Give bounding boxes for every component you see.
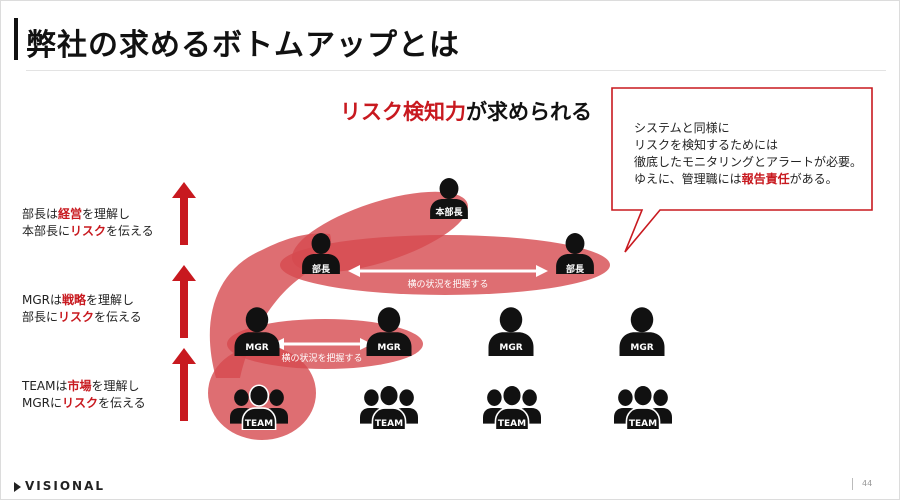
headline: リスク検知力が求められる: [340, 96, 592, 126]
callout-line: リスクを検知するためには: [634, 138, 779, 152]
mgr-node-2: MGR: [366, 307, 412, 356]
team-node-4: TEAM: [614, 384, 672, 430]
team-node-2: TEAM: [360, 384, 418, 430]
side-note-text: を理解し: [86, 293, 135, 307]
role-label-mgr: MGR: [630, 343, 653, 353]
side-note-text: TEAMは: [22, 379, 68, 393]
speech-callout-box: [611, 87, 873, 253]
role-label-team: TEAM: [245, 419, 273, 429]
arrow-up-icon: [172, 265, 196, 338]
up-arrows: [172, 182, 196, 421]
side-note-text: を伝える: [106, 224, 154, 238]
company-logo: VISIONAL: [14, 479, 105, 493]
side-note-text: を理解し: [91, 379, 140, 393]
team-node-3: TEAM: [483, 384, 541, 430]
role-label-mgr: MGR: [245, 343, 268, 353]
headline-highlight: リスク検知力: [340, 100, 466, 124]
horizontal-arrows: [272, 265, 548, 350]
mgr-node-4: MGR: [619, 307, 665, 356]
role-label-dept: 部長: [312, 263, 331, 275]
side-note-dept: 部長は経営を理解し 本部長にリスクを伝える: [22, 206, 154, 240]
side-note-emphasis: リスク: [70, 224, 107, 238]
side-note-text: を伝える: [98, 396, 146, 410]
callout-line: システムと同様に: [634, 121, 730, 135]
side-note-text: MGRは: [22, 293, 62, 307]
mgr-node-1: MGR: [234, 307, 280, 356]
role-label-dept: 部長: [566, 263, 585, 275]
side-note-emphasis: 経営: [58, 207, 83, 221]
side-note-mgr: MGRは戦略を理解し 部長にリスクを伝える: [22, 292, 142, 326]
double-arrow-icon: [348, 265, 548, 277]
dept-to-head-blob: [292, 191, 468, 273]
title-divider: [26, 70, 886, 71]
arrow-up-icon: [172, 182, 196, 245]
callout-text-part: がある。: [789, 172, 838, 186]
side-note-emphasis: リスク: [62, 396, 99, 410]
arrow-up-icon: [172, 348, 196, 421]
side-note-text: 部長に: [22, 310, 59, 324]
logo-mark-icon: [14, 481, 21, 492]
dept-horizontal-label: 横の状況を把握する: [407, 278, 488, 290]
side-note-text: を理解し: [82, 207, 131, 221]
callout-emphasis: 報告責任: [741, 172, 790, 186]
dept-node-left: 部長: [302, 233, 340, 275]
side-note-text: 本部長に: [22, 224, 71, 238]
mgr-node-3: MGR: [488, 307, 534, 356]
callout-line: 徹底したモニタリングとアラートが必要。: [634, 155, 863, 169]
title-accent-bar: [14, 18, 18, 60]
side-note-text: MGRに: [22, 396, 62, 410]
dept-node-right: 部長: [556, 233, 594, 275]
role-label-mgr: MGR: [499, 343, 522, 353]
role-label-head: 本部長: [435, 206, 463, 218]
side-note-team: TEAMは市場を理解し MGRにリスクを伝える: [22, 378, 146, 412]
role-label-team: TEAM: [375, 419, 403, 429]
callout-text-part: ゆえに、管理職には: [634, 172, 742, 186]
side-note-text: を伝える: [94, 310, 142, 324]
slide-title: 弊社の求めるボトムアップとは: [26, 28, 460, 63]
role-label-mgr: MGR: [377, 343, 400, 353]
callout-text: システムと同様に リスクを検知するためには 徹底したモニタリングとアラートが必要…: [634, 120, 862, 188]
side-note-text: 部長は: [22, 207, 59, 221]
page-number: 44: [862, 479, 873, 488]
footer-divider: [852, 478, 853, 490]
head-of-division-node: 本部長: [430, 178, 468, 219]
team-node-1: TEAM: [230, 384, 288, 430]
role-label-team: TEAM: [498, 419, 526, 429]
role-label-team: TEAM: [629, 419, 657, 429]
side-note-emphasis: 戦略: [62, 293, 87, 307]
logo-text: VISIONAL: [25, 479, 106, 493]
side-note-emphasis: リスク: [58, 310, 95, 324]
headline-rest: が求められる: [466, 100, 592, 124]
callout-line: ゆえに、管理職には報告責任がある。: [634, 171, 862, 188]
mgr-horizontal-label: 横の状況を把握する: [281, 352, 362, 364]
side-note-emphasis: 市場: [67, 379, 92, 393]
